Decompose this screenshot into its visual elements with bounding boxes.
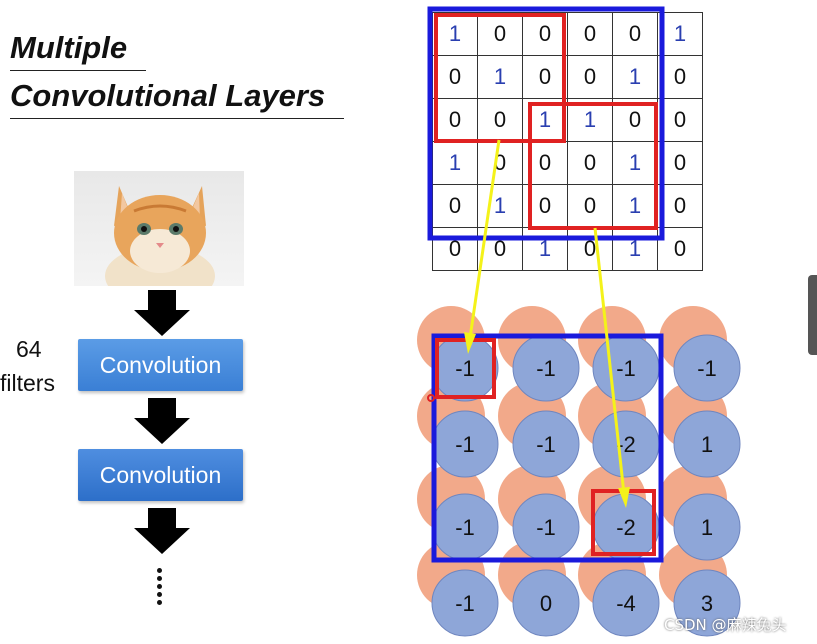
feature-value: 3 bbox=[701, 591, 713, 616]
matrix-cell: 0 bbox=[432, 98, 478, 142]
down-arrow-icon bbox=[134, 508, 190, 554]
feature-value: 0 bbox=[540, 591, 552, 616]
blue-feature-circle bbox=[673, 410, 741, 478]
cat-image bbox=[74, 171, 244, 286]
title-underline-1 bbox=[10, 70, 146, 71]
side-scroll-tab[interactable] bbox=[808, 275, 817, 355]
blue-feature-circle bbox=[673, 569, 741, 637]
matrix-cell: 0 bbox=[432, 55, 478, 99]
convolution-box-2: Convolution bbox=[78, 449, 243, 501]
ellipsis-dots bbox=[157, 568, 167, 608]
feature-value: -1 bbox=[455, 515, 475, 540]
feature-value: -4 bbox=[616, 591, 636, 616]
yellow-arrow-2 bbox=[593, 227, 626, 495]
grid-blue-frame bbox=[427, 6, 665, 241]
feature-value: -1 bbox=[616, 356, 636, 381]
filters-count: 64 bbox=[16, 336, 42, 362]
matrix-cell: 0 bbox=[432, 227, 478, 271]
feature-value: -1 bbox=[455, 356, 475, 381]
grid-red-frame-2 bbox=[528, 102, 658, 230]
feature-value: -1 bbox=[536, 515, 556, 540]
feature-value: 1 bbox=[701, 432, 713, 457]
feature-value: -2 bbox=[616, 432, 636, 457]
title-line-1: Multiple bbox=[10, 30, 128, 65]
matrix-cell: 0 bbox=[612, 12, 658, 56]
matrix-cell: 1 bbox=[477, 184, 523, 228]
feature-value: -2 bbox=[616, 515, 636, 540]
watermark: CSDN @麻辣兔头 bbox=[664, 616, 787, 634]
matrix-cell: 0 bbox=[477, 98, 523, 142]
title-underline-2 bbox=[10, 118, 344, 119]
blue-feature-circle bbox=[512, 410, 580, 478]
matrix-cell: 0 bbox=[657, 227, 703, 271]
feature-value: -1 bbox=[536, 356, 556, 381]
blue-feature-circle bbox=[431, 569, 499, 637]
down-arrow-icon bbox=[134, 290, 190, 336]
matrix-cell: 1 bbox=[432, 141, 478, 185]
feature-value: -1 bbox=[455, 432, 475, 457]
feature-value: -1 bbox=[536, 432, 556, 457]
feature-value: -1 bbox=[697, 356, 717, 381]
matrix-cell: 0 bbox=[477, 227, 523, 271]
yellow-arrow-head-icon bbox=[618, 487, 630, 508]
blue-feature-circle bbox=[673, 493, 741, 561]
red-dot-marker bbox=[427, 394, 435, 402]
title-line-2: Convolutional Layers bbox=[10, 78, 326, 113]
matrix-cell: 0 bbox=[567, 55, 613, 99]
matrix-cell: 0 bbox=[477, 141, 523, 185]
feature-value: 1 bbox=[701, 515, 713, 540]
matrix-cell: 0 bbox=[657, 55, 703, 99]
matrix-cell: 0 bbox=[477, 12, 523, 56]
map-blue-frame bbox=[431, 333, 664, 563]
blue-feature-circle bbox=[592, 569, 660, 637]
yellow-arrow-head-icon bbox=[464, 332, 476, 354]
yellow-arrow-1 bbox=[468, 139, 501, 339]
blue-feature-circle bbox=[673, 334, 741, 402]
matrix-cell: 1 bbox=[477, 55, 523, 99]
matrix-cell: 0 bbox=[522, 55, 568, 99]
feature-value: -1 bbox=[455, 591, 475, 616]
blue-feature-circle bbox=[512, 569, 580, 637]
convolution-box-1: Convolution bbox=[78, 339, 243, 391]
matrix-cell: 0 bbox=[657, 184, 703, 228]
filters-label: filters bbox=[0, 370, 55, 396]
matrix-cell: 1 bbox=[612, 227, 658, 271]
grid-red-frame-1 bbox=[434, 13, 566, 143]
down-arrow-icon bbox=[134, 398, 190, 444]
matrix-cell: 1 bbox=[657, 12, 703, 56]
